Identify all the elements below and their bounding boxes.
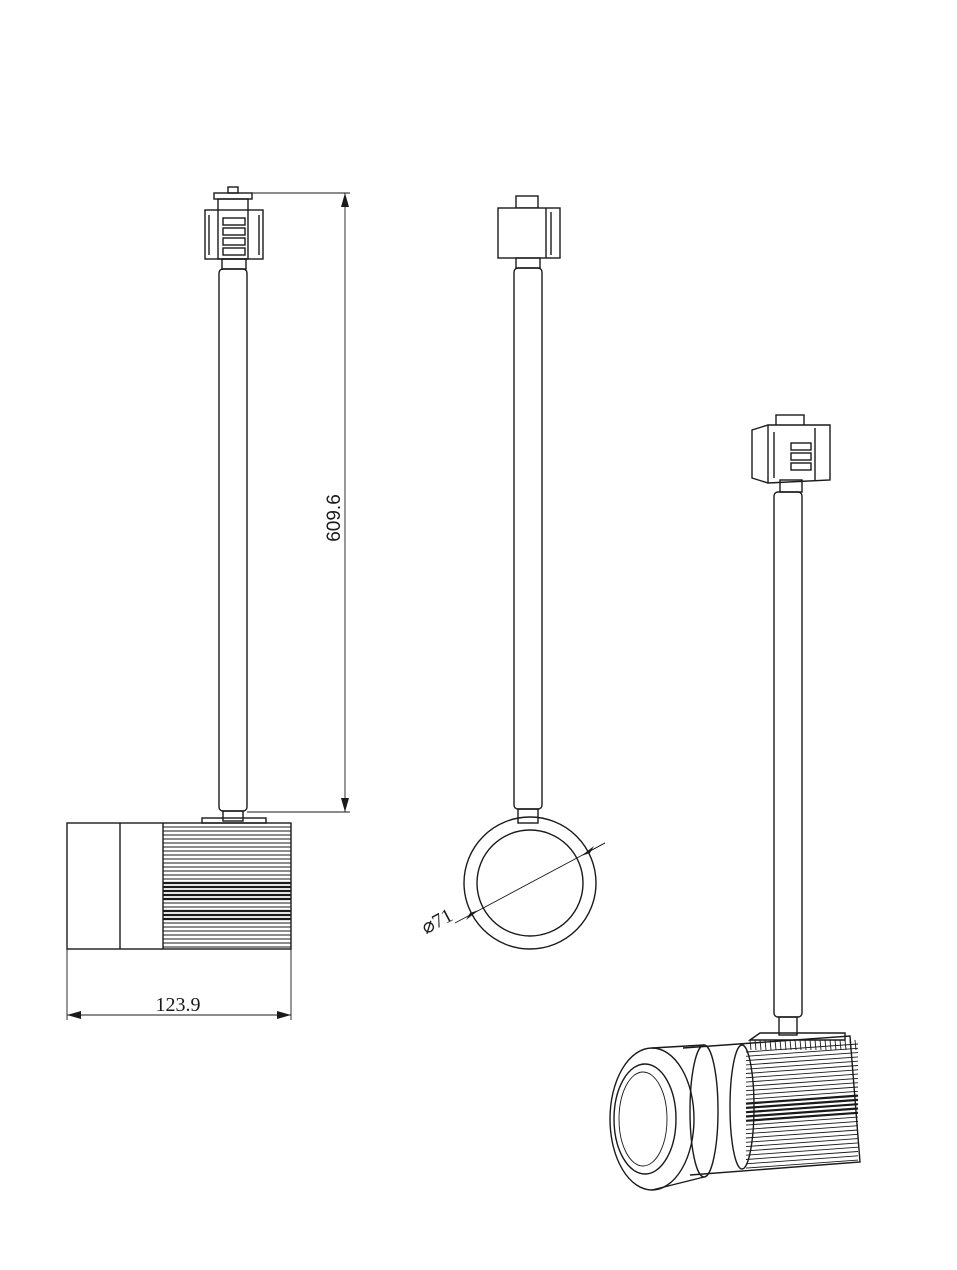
side-view-track-adapter — [204, 186, 264, 270]
diameter-dimension-label: ⌀71 — [418, 904, 457, 938]
height-dimension-label: 609.6 — [324, 494, 345, 542]
front-view-track-adapter — [497, 195, 561, 269]
iso-lamp-head — [609, 1032, 861, 1191]
front-view-stem — [513, 267, 543, 824]
height-dimension: 609.6 — [247, 192, 350, 813]
side-view: 609.6 123.9 — [66, 186, 350, 1020]
isometric-view — [609, 414, 861, 1191]
side-view-fins — [163, 826, 291, 948]
front-view: ⌀71 — [418, 195, 606, 950]
width-dimension: 123.9 — [66, 949, 292, 1020]
iso-stem — [773, 491, 803, 1036]
width-dimension-label: 123.9 — [156, 994, 201, 1016]
side-view-stem — [218, 268, 248, 822]
iso-track-adapter — [751, 414, 831, 493]
front-view-ring — [463, 816, 597, 950]
side-view-lamp-head — [66, 817, 292, 950]
iso-fins — [745, 1039, 859, 1169]
